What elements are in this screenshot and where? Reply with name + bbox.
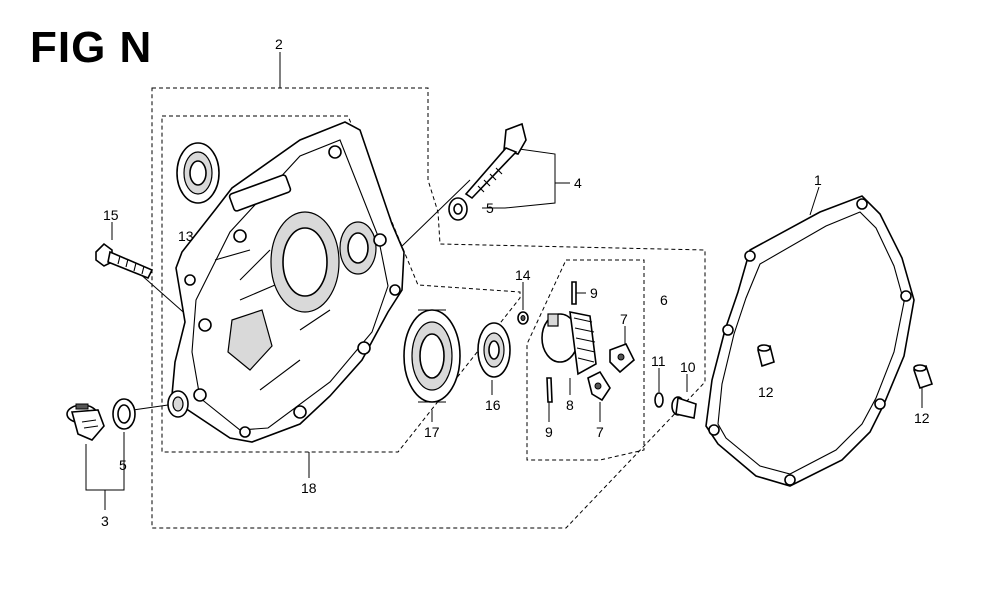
bearing-part-16 <box>477 322 511 378</box>
callout-12-right: 12 <box>914 410 930 426</box>
callout-15: 15 <box>103 207 119 223</box>
callout-18: 18 <box>301 480 317 496</box>
weight-part-7-upper <box>609 342 635 374</box>
group-outline-18 <box>161 115 521 453</box>
pin-part-9-upper <box>571 281 577 305</box>
callout-10: 10 <box>680 359 696 375</box>
clip-part-11 <box>654 392 664 408</box>
callout-17: 17 <box>424 424 440 440</box>
callout-4: 4 <box>574 175 582 191</box>
callout-13: 13 <box>178 228 194 244</box>
callout-16: 16 <box>485 397 501 413</box>
callout-7-upper: 7 <box>620 311 628 327</box>
group-outline-6 <box>526 259 645 461</box>
callout-12-left: 12 <box>758 384 774 400</box>
weight-part-7-lower <box>587 370 611 402</box>
callout-11: 11 <box>651 353 666 369</box>
figure-title: FIG N <box>30 23 153 72</box>
callout-6: 6 <box>660 292 668 308</box>
callout-7-lower: 7 <box>596 424 604 440</box>
pin-part-14 <box>517 311 529 325</box>
gear-part-8 <box>541 310 597 376</box>
group-outline-2 <box>151 87 706 529</box>
shaft-part-10 <box>671 396 697 419</box>
seal-ring-small <box>167 390 189 418</box>
bolt-part-15 <box>95 242 154 280</box>
callout-8: 8 <box>566 397 574 413</box>
gasket-part-1 <box>705 195 915 487</box>
washer-part-5-upper <box>448 197 468 221</box>
oil-seal-part-13 <box>176 142 220 204</box>
callout-14: 14 <box>515 267 531 283</box>
dowel-pin-part-12-right <box>912 364 934 390</box>
callout-9-lower: 9 <box>545 424 553 440</box>
callout-1: 1 <box>814 172 822 188</box>
callout-2: 2 <box>275 36 283 52</box>
callout-9-upper: 9 <box>590 285 598 301</box>
bearing-part-17 <box>403 309 461 403</box>
drain-plug-part-4 <box>464 122 527 200</box>
callout-5-lower: 5 <box>119 457 127 473</box>
callout-3: 3 <box>101 513 109 529</box>
pin-part-9-lower <box>546 377 553 403</box>
leader-lines <box>85 52 923 510</box>
callout-5-upper: 5 <box>486 200 494 216</box>
o-ring-part-5-lower <box>112 398 136 430</box>
callout-labels: 2 4 5 1 13 15 14 9 6 7 11 10 12 12 17 16… <box>101 36 930 529</box>
filler-cap-part-3 <box>66 403 105 441</box>
dowel-pin-part-12-left <box>757 344 775 368</box>
crankcase-cover-part-18 <box>171 121 405 443</box>
